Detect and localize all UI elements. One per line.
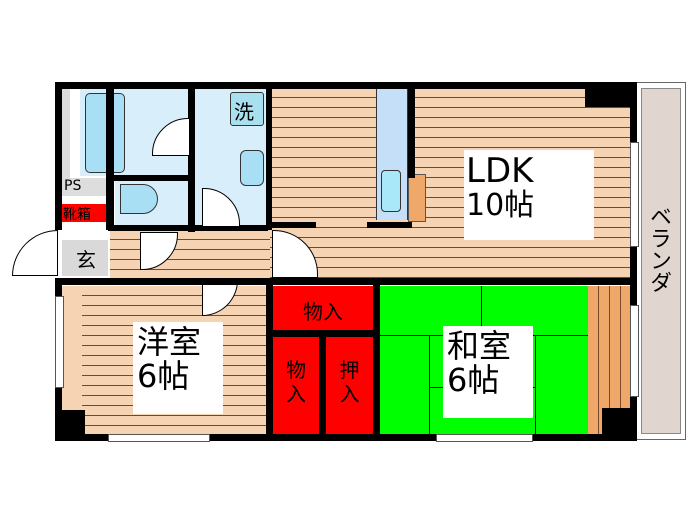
wash-basin xyxy=(240,150,264,186)
shoe-box xyxy=(60,204,108,222)
western-room-name: 洋室 xyxy=(137,323,202,361)
hallway-floor xyxy=(110,230,270,278)
wall-western-right xyxy=(266,280,273,440)
wall-japanese-left xyxy=(373,280,380,440)
wall-bath-bottom xyxy=(108,175,193,181)
oshiire xyxy=(326,337,373,435)
kitchen-sink xyxy=(381,170,401,212)
wall-left-upper xyxy=(55,82,62,230)
closet-top xyxy=(273,286,373,330)
wall-ps-right xyxy=(106,82,114,230)
toilet xyxy=(120,184,158,214)
western-room-label: 洋室 6帖 xyxy=(133,322,223,414)
entrance-label: 玄 xyxy=(76,248,96,272)
wall-right-mid xyxy=(630,245,637,305)
western-window-south xyxy=(108,434,210,442)
fridge-space xyxy=(408,174,426,222)
wall-right-upper xyxy=(630,82,637,142)
wall-mid-horizontal xyxy=(55,278,637,285)
wall-kitchen xyxy=(408,88,415,178)
wall-bath-right xyxy=(188,82,195,232)
wall-closet-divider xyxy=(319,337,326,437)
closet-top-label: 物入 xyxy=(303,300,343,324)
ldk-label: LDK 10帖 xyxy=(464,150,594,240)
closet-left-label: 物 入 xyxy=(286,358,306,406)
ldk-name: LDK xyxy=(466,151,534,191)
western-window-west xyxy=(55,296,64,388)
ps-label: PS xyxy=(64,178,82,194)
wall-ldk-partition-1 xyxy=(266,222,316,228)
japanese-room-size: 6帖 xyxy=(447,360,500,399)
entrance-door xyxy=(12,230,58,276)
wall-top xyxy=(55,82,637,89)
laundry-box xyxy=(230,92,264,126)
closet-left xyxy=(273,337,319,435)
bathtub xyxy=(85,93,125,173)
laundry-label: 洗 xyxy=(234,100,254,124)
wall-closet-mid xyxy=(273,330,380,337)
ldk-window xyxy=(630,142,639,247)
wall-right-lower xyxy=(630,395,637,440)
entrance xyxy=(62,240,108,276)
tokonoma-pillar xyxy=(602,408,632,438)
japanese-window-south xyxy=(436,434,533,442)
shoe-box-label: 靴箱 xyxy=(63,207,91,223)
japanese-room-name: 和室 xyxy=(447,327,512,365)
pipe-shaft xyxy=(62,178,107,196)
japanese-window-east xyxy=(630,305,639,397)
wall-wash-right xyxy=(266,82,272,230)
western-room-size: 6帖 xyxy=(137,356,190,395)
ps-strip xyxy=(62,88,70,178)
veranda-floor xyxy=(641,88,681,434)
ldk-size: 10帖 xyxy=(466,187,535,223)
wall-ldk-partition-2 xyxy=(367,222,412,228)
veranda-label: ベランダ xyxy=(646,205,671,293)
ldk-corner xyxy=(585,82,637,107)
western-room-strip xyxy=(62,286,82,411)
japanese-room-label: 和室 6帖 xyxy=(443,326,533,418)
wall-wet-bottom xyxy=(108,225,268,231)
oshiire-label: 押 入 xyxy=(339,358,360,406)
wall-bottom xyxy=(55,434,637,441)
